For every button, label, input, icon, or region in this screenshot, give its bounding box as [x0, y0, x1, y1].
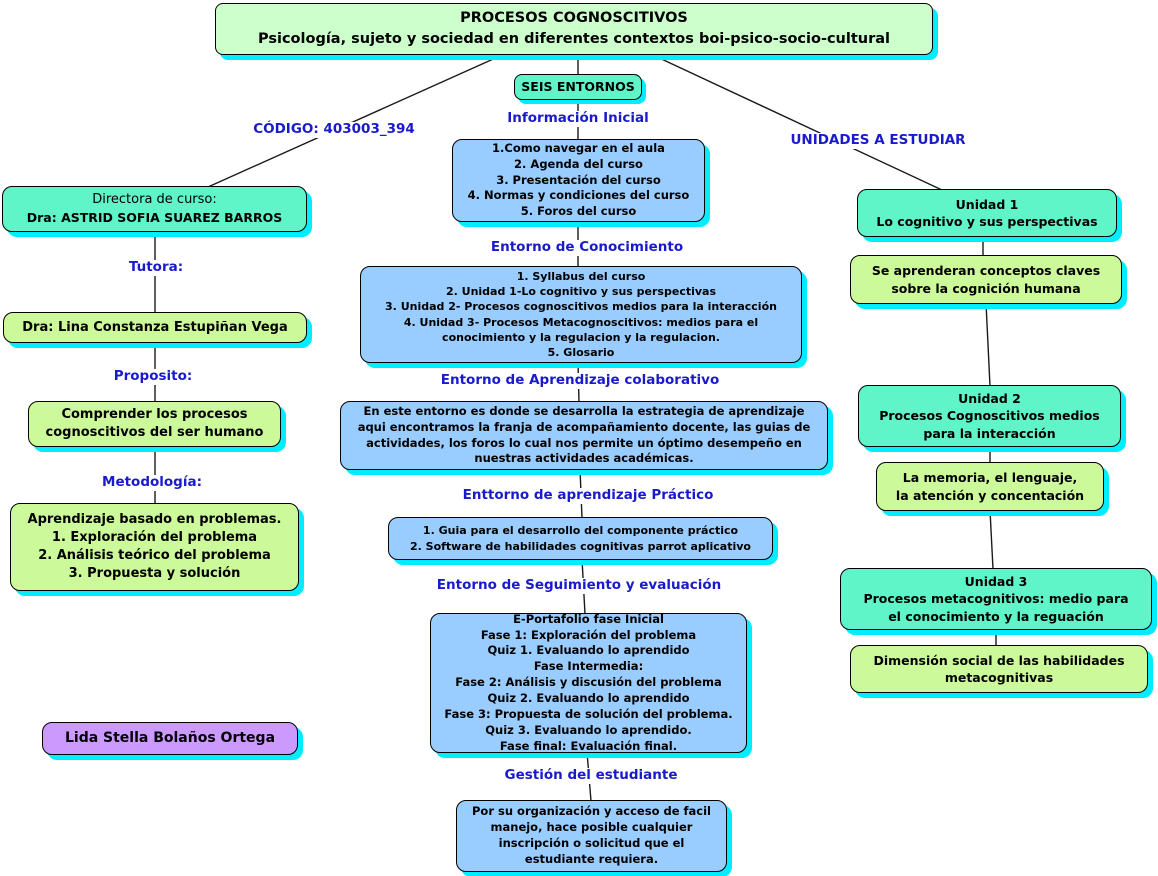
unidad1-detail-line1: Se aprenderan conceptos claves	[871, 263, 1101, 279]
seguimiento-line3: Quiz 1. Evaluando lo aprendido	[487, 643, 690, 658]
info-line2: 2. Agenda del curso	[514, 156, 643, 171]
metodologia-node: Aprendizaje basado en problemas. 1. Expl…	[10, 503, 299, 591]
gestion-line1: Por su organización y acceso de facil	[472, 804, 711, 819]
seguimiento-node: E-Portafolio fase Inicial Fase 1: Explor…	[430, 611, 747, 753]
colaborativo-line3: actividades, los foros lo cual nos permi…	[366, 435, 802, 450]
unidad1-detail-node: Se aprenderan conceptos claves sobre la …	[850, 255, 1122, 304]
unidades-a-estudiar-label: UNIDADES A ESTUDIAR	[786, 132, 970, 149]
unidad2-node: Unidad 2 Procesos Cognoscitivos medios p…	[858, 385, 1121, 447]
informacion-inicial-heading: Información Inicial	[503, 110, 653, 127]
practico-node: 1. Guia para el desarrollo del component…	[388, 517, 773, 560]
codigo-label: CÓDIGO: 403003_394	[249, 121, 419, 138]
conocimiento-line6: 5. Glosario	[547, 345, 615, 359]
seguimiento-line9: Fase final: Evaluación final.	[499, 738, 678, 753]
unidad2-detail-line1: La memoria, el lenguaje,	[902, 470, 1078, 486]
unidad2-detail-node: La memoria, el lenguaje, la atención y c…	[876, 462, 1104, 511]
tutora-node: Dra: Lina Constanza Estupiñan Vega	[3, 312, 307, 343]
informacion-inicial-node: 1.Como navegar en el aula 2. Agenda del …	[452, 139, 705, 222]
colaborativo-line1: En este entorno es donde se desarrolla l…	[363, 403, 805, 418]
gestion-node: Por su organización y acceso de facil ma…	[456, 800, 727, 872]
unidad1-line2: Lo cognitivo y sus perspectivas	[876, 214, 1098, 229]
unidad3-line2: Procesos metacognitivos: medio para	[863, 591, 1129, 607]
seis-entornos-label: SEIS ENTORNOS	[521, 79, 635, 95]
info-line1: 1.Como navegar en el aula	[492, 140, 665, 155]
conocimiento-line5: conocimiento y la regulacion y la regula…	[442, 330, 720, 344]
connector-detail1-unidad2	[985, 302, 991, 387]
gestion-line4: estudiante requiera.	[524, 851, 659, 866]
unidad1-detail-line2: sobre la cognición humana	[891, 280, 1081, 296]
practico-line2: 2. Software de habilidades cognitivas pa…	[410, 539, 751, 553]
gestion-heading: Gestión del estudiante	[500, 767, 682, 784]
seguimiento-heading: Entorno de Seguimiento y evaluación	[432, 577, 726, 594]
gestion-line2: manejo, hace posible cualquier	[490, 820, 693, 835]
directora-role-line: Directora de curso:	[92, 192, 217, 208]
unidad2-line3: para la interacción	[923, 425, 1056, 441]
unidad1-line1: Unidad 1	[955, 196, 1019, 212]
practico-heading: Enttorno de aprendizaje Práctico	[458, 487, 718, 504]
map-title-node: PROCESOS COGNOSCITIVOS Psicología, sujet…	[215, 3, 933, 55]
info-line4: 4. Normas y condiciones del curso	[467, 188, 690, 203]
colaborativo-heading: Entorno de Aprendizaje colaborativo	[436, 372, 724, 389]
gestion-line3: inscripción o solicitud que el	[498, 836, 685, 850]
metodologia-line2: 1. Exploración del problema	[51, 530, 258, 546]
practico-line1: 1. Guia para el desarrollo del component…	[422, 524, 739, 538]
info-line5: 5. Foros del curso	[520, 204, 637, 219]
connector-detail2-unidad3	[989, 509, 994, 570]
unidad3-node: Unidad 3 Procesos metacognitivos: medio …	[840, 568, 1152, 630]
colaborativo-line4: nuestras actividades académicas.	[474, 451, 694, 466]
seguimiento-line4: Fase Intermedia:	[533, 659, 644, 674]
proposito-line1: Comprender los procesos	[61, 407, 248, 423]
unidad2-line1: Unidad 2	[958, 391, 1021, 407]
seguimiento-line8: Quiz 3. Evaluando lo aprendido.	[485, 722, 692, 737]
metodologia-line1: Aprendizaje basado en problemas.	[27, 512, 282, 528]
colaborativo-node: En este entorno es donde se desarrolla l…	[340, 401, 828, 470]
conocimiento-line1: 1. Syllabus del curso	[516, 269, 646, 283]
seguimiento-line1: E-Portafolio fase Inicial	[513, 611, 664, 626]
directora-node: Directora de curso: Dra: ASTRID SOFIA SU…	[2, 186, 307, 232]
tutora-label: Tutora:	[124, 259, 188, 276]
unidad3-detail-line2: metacognitivas	[944, 670, 1054, 685]
seguimiento-line5: Fase 2: Análisis y discusión del problem…	[455, 675, 722, 690]
seguimiento-line6: Quiz 2. Evaluando lo aprendido	[487, 690, 690, 705]
proposito-label: Proposito:	[109, 368, 197, 385]
author-name-line: Lida Stella Bolaños Ortega	[64, 729, 276, 746]
metodologia-label: Metodología:	[98, 474, 206, 491]
conocimiento-line2: 2. Unidad 1-Lo cognitivo y sus perspecti…	[445, 285, 717, 299]
conocimiento-line3: 3. Unidad 2- Procesos cognoscitivos medi…	[385, 300, 777, 314]
unidad3-line1: Unidad 3	[964, 574, 1028, 590]
seguimiento-line2: Fase 1: Exploración del problema	[480, 627, 697, 642]
map-title-line1: PROCESOS COGNOSCITIVOS	[460, 9, 688, 26]
unidad3-detail-line1: Dimensión social de las habilidades	[873, 652, 1125, 668]
proposito-node: Comprender los procesos cognoscitivos de…	[28, 401, 281, 447]
author-node: Lida Stella Bolaños Ortega	[42, 722, 298, 755]
connector-title-directora	[207, 55, 501, 188]
colaborativo-line2: aqui encontramos la franja de acompañami…	[357, 419, 811, 434]
metodologia-line4: 3. Propuesta y solución	[68, 565, 241, 581]
info-line3: 3. Presentación del curso	[496, 172, 661, 187]
conocimiento-heading: Entorno de Conocimiento	[486, 239, 688, 256]
proposito-line2: cognoscitivos del ser humano	[45, 425, 264, 440]
conocimiento-line4: 4. Unidad 3- Procesos Metacognoscitivos:…	[403, 315, 759, 329]
metodologia-line3: 2. Análisis teórico del problema	[38, 548, 271, 563]
seguimiento-line7: Fase 3: Propuesta de solución del proble…	[444, 706, 733, 721]
unidad2-line2: Procesos Cognoscitivos medios	[879, 408, 1100, 424]
directora-name-line: Dra: ASTRID SOFIA SUAREZ BARROS	[26, 210, 283, 226]
unidad2-detail-line2: la atención y concentación	[895, 487, 1085, 503]
connector-title-unidad1	[654, 55, 943, 191]
map-title-line2: Psicología, sujeto y sociedad en diferen…	[257, 31, 891, 47]
unidad3-detail-node: Dimensión social de las habilidades meta…	[850, 645, 1148, 693]
unidad1-node: Unidad 1 Lo cognitivo y sus perspectivas	[857, 189, 1117, 237]
tutora-name-line: Dra: Lina Constanza Estupiñan Vega	[22, 319, 288, 335]
conocimiento-node: 1. Syllabus del curso 2. Unidad 1-Lo cog…	[360, 266, 802, 363]
unidad3-line3: el conocimiento y la reguación	[888, 608, 1104, 624]
seis-entornos-node: SEIS ENTORNOS	[514, 74, 642, 100]
